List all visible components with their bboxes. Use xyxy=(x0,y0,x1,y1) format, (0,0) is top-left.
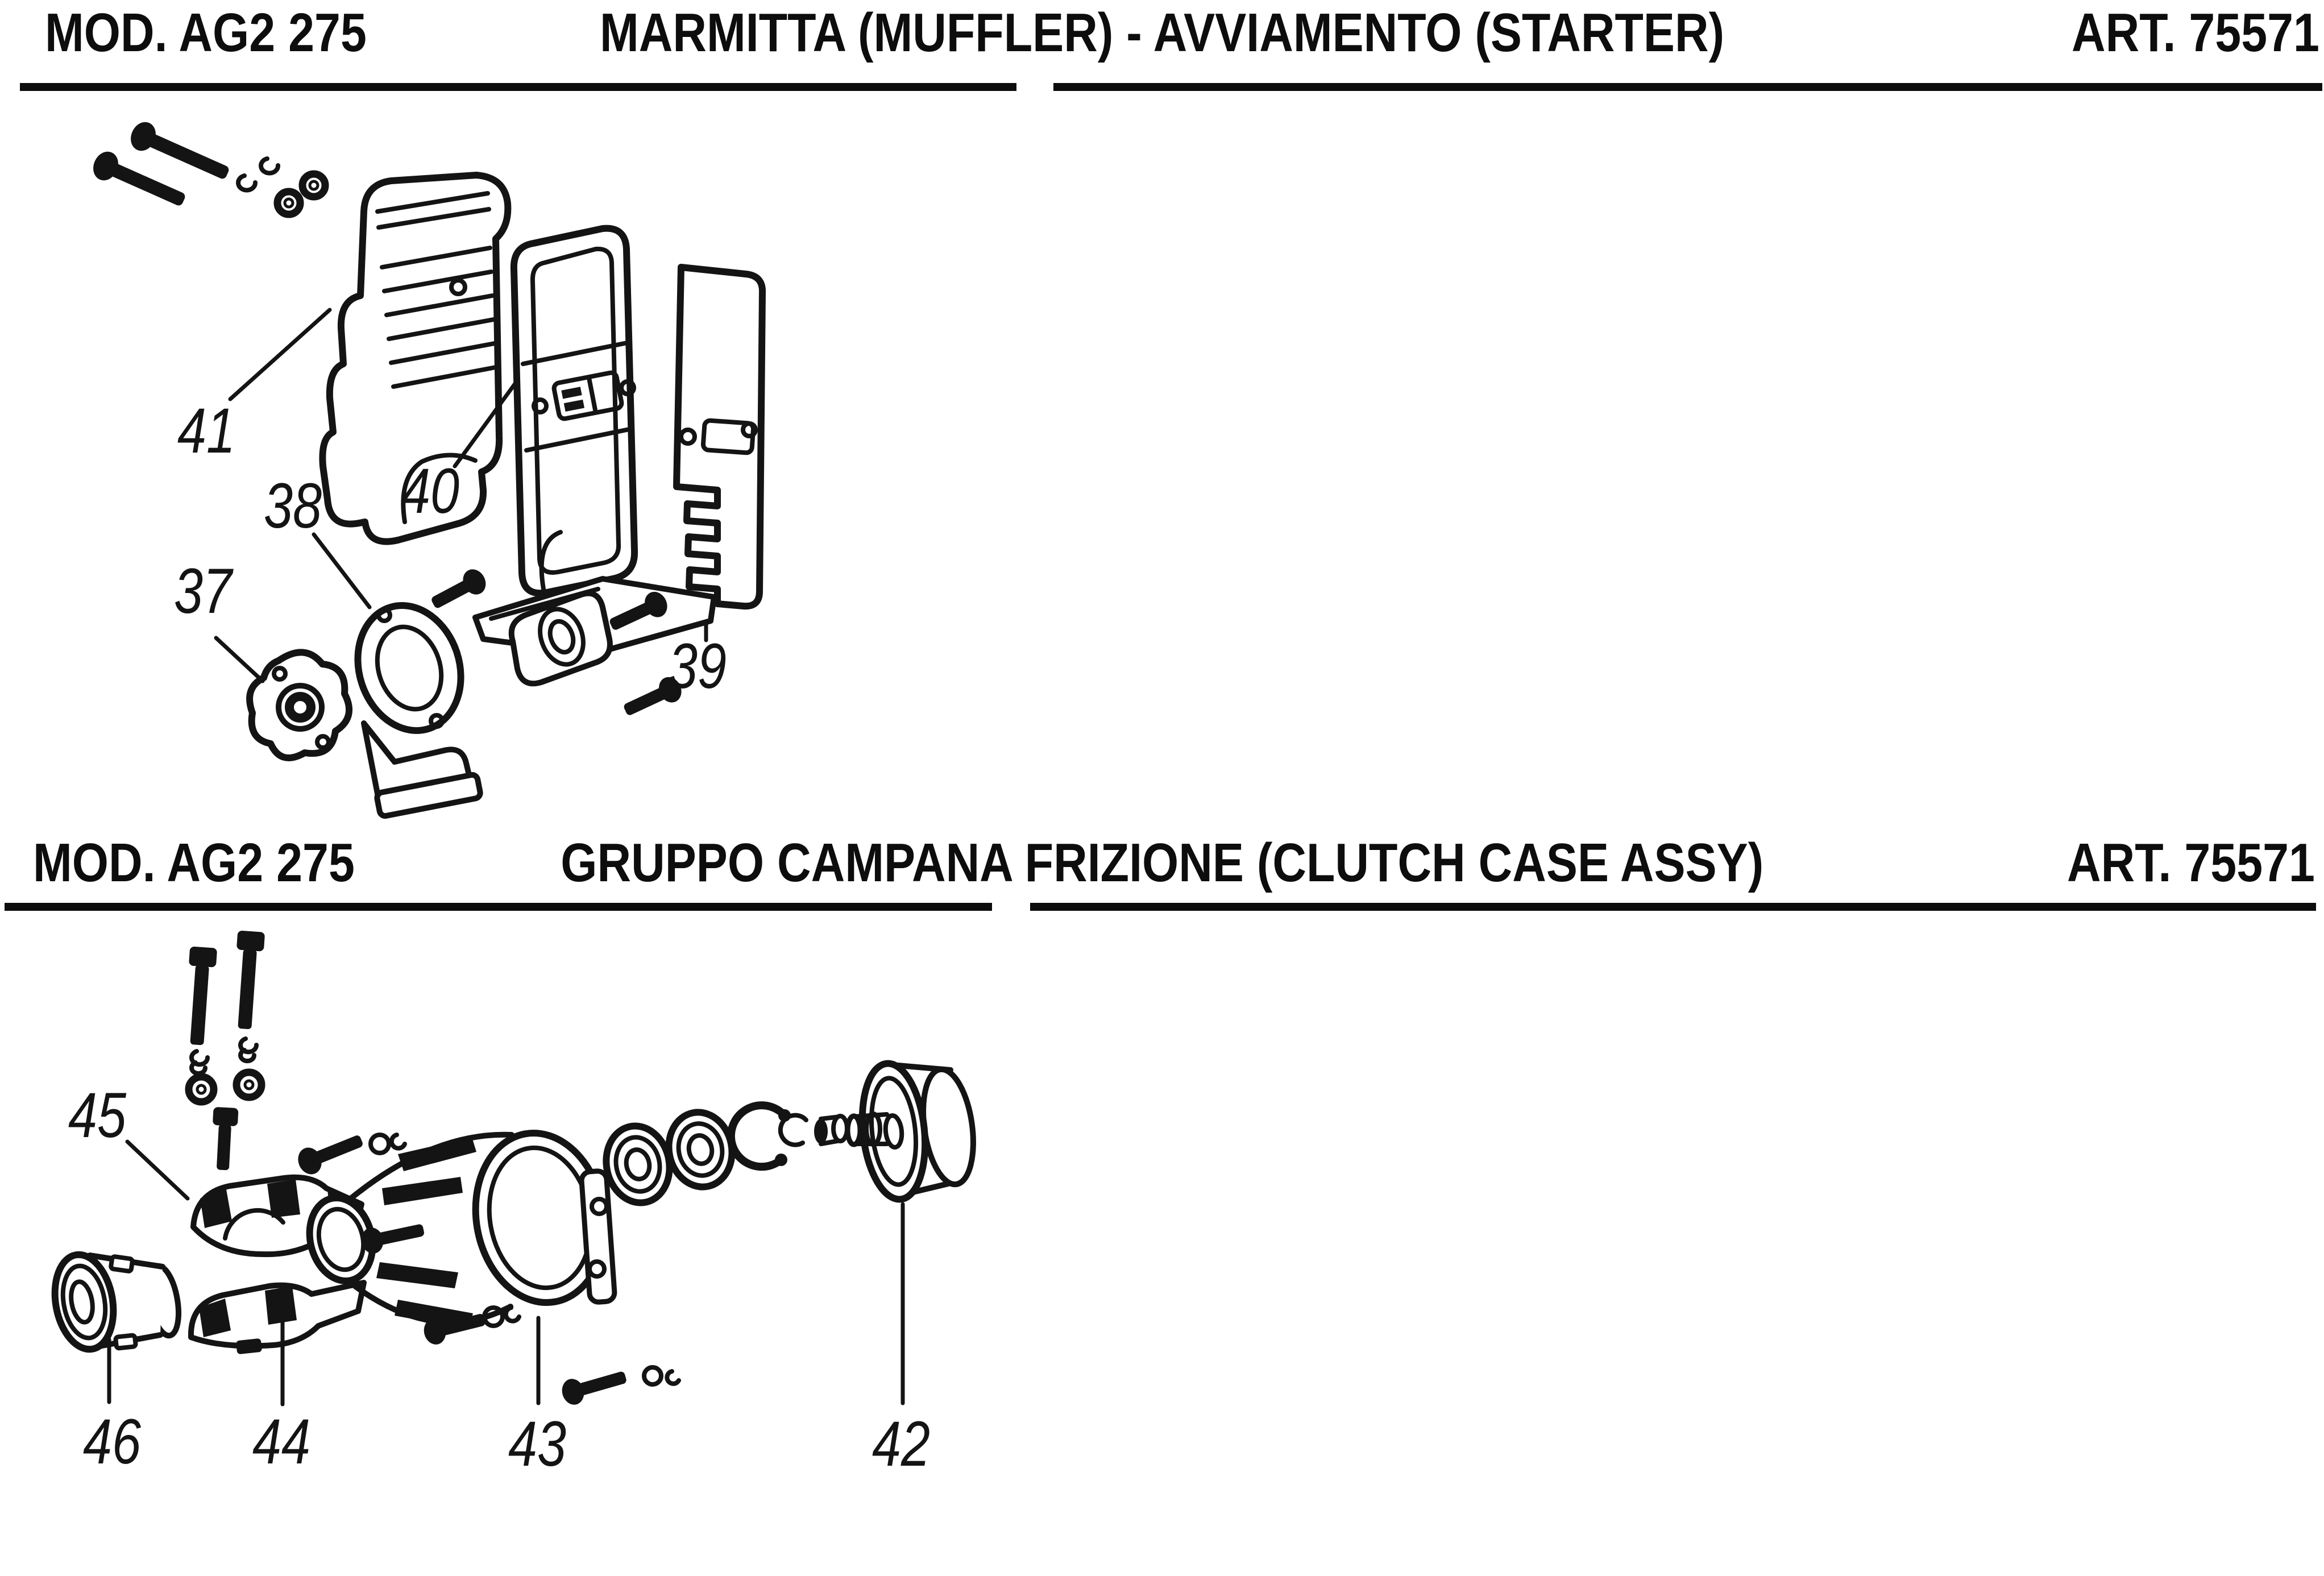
leader-line-37 xyxy=(214,636,265,683)
bolt-icon xyxy=(431,569,486,608)
part-label-45: 45 xyxy=(68,1080,127,1151)
section2-rule-right xyxy=(1030,903,2316,911)
bolt-icon xyxy=(361,1224,424,1254)
part-label-38: 38 xyxy=(264,470,322,541)
washer-icon xyxy=(185,1073,218,1106)
muffler-starter-diagram: 41 40 38 37 39 xyxy=(93,122,766,819)
part-label-44: 44 xyxy=(252,1406,310,1477)
spring-washer-icon xyxy=(236,173,258,193)
spring-washer-icon xyxy=(189,1049,210,1076)
part-label-41: 41 xyxy=(177,395,235,466)
part-label-37: 37 xyxy=(174,555,234,627)
part-label-42: 42 xyxy=(872,1408,930,1479)
bolt-icon xyxy=(298,1135,363,1175)
spacer-icon xyxy=(814,1114,849,1146)
washer-icon xyxy=(368,1133,391,1155)
washer-icon xyxy=(298,170,329,201)
clutch-case xyxy=(298,1130,681,1405)
washer-icon xyxy=(233,1068,265,1101)
part-label-40: 40 xyxy=(401,455,459,526)
bolt-icon xyxy=(131,122,229,179)
circlip-icon xyxy=(503,1305,521,1324)
section2-header: MOD. AG2 275 GRUPPO CAMPANA FRIZIONE (CL… xyxy=(0,833,2324,896)
ball-bearing xyxy=(665,1109,736,1191)
ball-bearing xyxy=(603,1122,673,1206)
leader-line-41 xyxy=(228,308,332,401)
spring-washer-icon xyxy=(259,156,280,176)
section2-model-label: MOD. AG2 275 xyxy=(33,832,355,893)
clutch-drum xyxy=(845,1060,976,1203)
muffler-body xyxy=(319,172,512,545)
leader-line-40 xyxy=(453,380,518,468)
bolt-icon xyxy=(424,1314,485,1345)
section1-rule-left xyxy=(20,83,1016,91)
spring-washer-icon xyxy=(238,1036,259,1064)
leader-line-45 xyxy=(125,1139,190,1201)
muffler-bracket xyxy=(354,569,682,819)
coupling-cup xyxy=(51,1251,181,1353)
section1-title: MARMITTA (MUFFLER) - AVVIAMENTO (STARTER… xyxy=(599,2,1725,63)
section2-title: GRUPPO CAMPANA FRIZIONE (CLUTCH CASE ASS… xyxy=(560,832,1764,893)
part-label-46: 46 xyxy=(83,1406,142,1477)
part-label-43: 43 xyxy=(508,1408,566,1479)
exhaust-flange xyxy=(246,649,352,761)
washer-icon xyxy=(482,1305,505,1328)
section1-rule-right xyxy=(1053,83,2322,91)
section1-article-label: ART. 75571 xyxy=(2072,2,2319,63)
circlip-icon xyxy=(389,1133,407,1151)
bolt-icon xyxy=(236,930,265,1030)
bolt-icon xyxy=(189,946,217,1046)
circlip-icon xyxy=(665,1369,681,1386)
clutch-case-diagram: 45 46 44 43 42 xyxy=(51,930,976,1479)
part-label-39: 39 xyxy=(669,631,727,702)
circlip-icon xyxy=(778,1113,808,1147)
bolt-icon xyxy=(213,1107,239,1171)
section2-rule-left xyxy=(5,903,992,911)
bolt-icon xyxy=(93,151,185,206)
bolt-icon xyxy=(624,677,682,715)
washer-icon xyxy=(273,188,304,218)
bolt-icon xyxy=(609,591,667,630)
section1-header: MOD. AG2 275 MARMITTA (MUFFLER) - AVVIAM… xyxy=(0,3,2324,66)
leader-line-38 xyxy=(312,532,372,609)
section2-article-label: ART. 75571 xyxy=(2067,832,2315,893)
washer-icon xyxy=(642,1365,663,1387)
section1-model-label: MOD. AG2 275 xyxy=(45,2,367,63)
bolt-icon xyxy=(562,1371,626,1405)
muffler-cover xyxy=(510,225,638,597)
